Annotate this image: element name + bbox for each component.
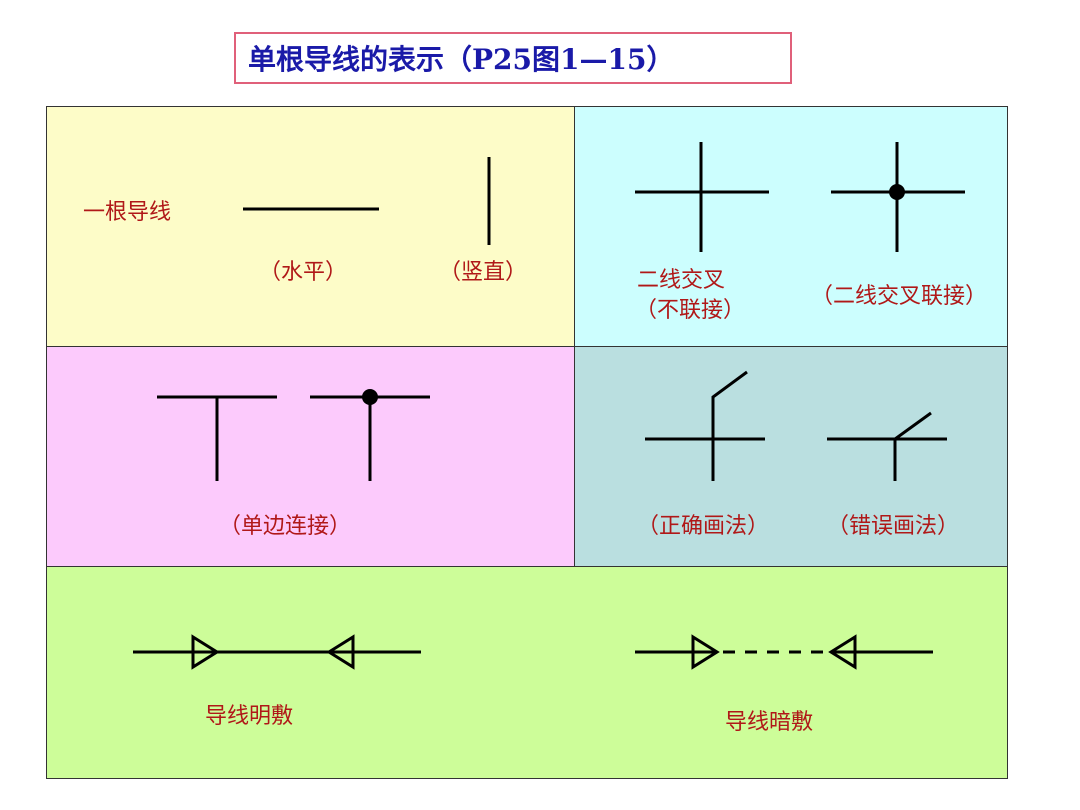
crossing-symbols [635, 142, 965, 252]
bundle-symbols [133, 634, 933, 670]
crossing-unconnected-label-1: 二线交叉 [637, 268, 726, 293]
panel-tee: （单边连接） [46, 346, 575, 567]
tee-label: （单边连接） [219, 514, 352, 539]
panel-drawing: （正确画法） （错误画法） [574, 346, 1008, 567]
correct-label: （正确画法） [637, 514, 770, 539]
tee-junction-dot [362, 389, 378, 405]
single-wire-label: 一根导线 [83, 200, 172, 225]
drawing-symbols [645, 370, 947, 481]
concealed-label: 导线暗敷 [725, 710, 814, 735]
correct-bend [711, 370, 748, 481]
visible-arrow-left [326, 634, 355, 670]
title-box: 单根导线的表示（P25图1—15） [234, 32, 792, 84]
concealed-arrow-left [828, 634, 857, 670]
vertical-label: （竖直） [439, 260, 528, 285]
visible-label: 导线明敷 [205, 704, 294, 729]
wrong-bend [893, 411, 932, 481]
single-wire-symbols [243, 157, 491, 245]
panel-bundle: 导线明敷 导线暗敷 [46, 566, 1008, 779]
tee-symbols [157, 389, 430, 481]
panel-single-wire: 一根导线 （水平） （竖直） [46, 106, 575, 347]
panel-crossing: 二线交叉 （不联接） （二线交叉联接） [574, 106, 1008, 347]
crossing-connected-label: （二线交叉联接） [811, 284, 988, 309]
junction-dot [889, 184, 905, 200]
horizontal-label: （水平） [259, 260, 348, 285]
crossing-unconnected-label-2: （不联接） [635, 298, 746, 323]
wrong-label: （错误画法） [827, 514, 960, 539]
concealed-arrow-right [691, 634, 720, 670]
visible-arrow-right [191, 634, 220, 670]
page-title: 单根导线的表示（P25图1—15） [248, 43, 675, 76]
